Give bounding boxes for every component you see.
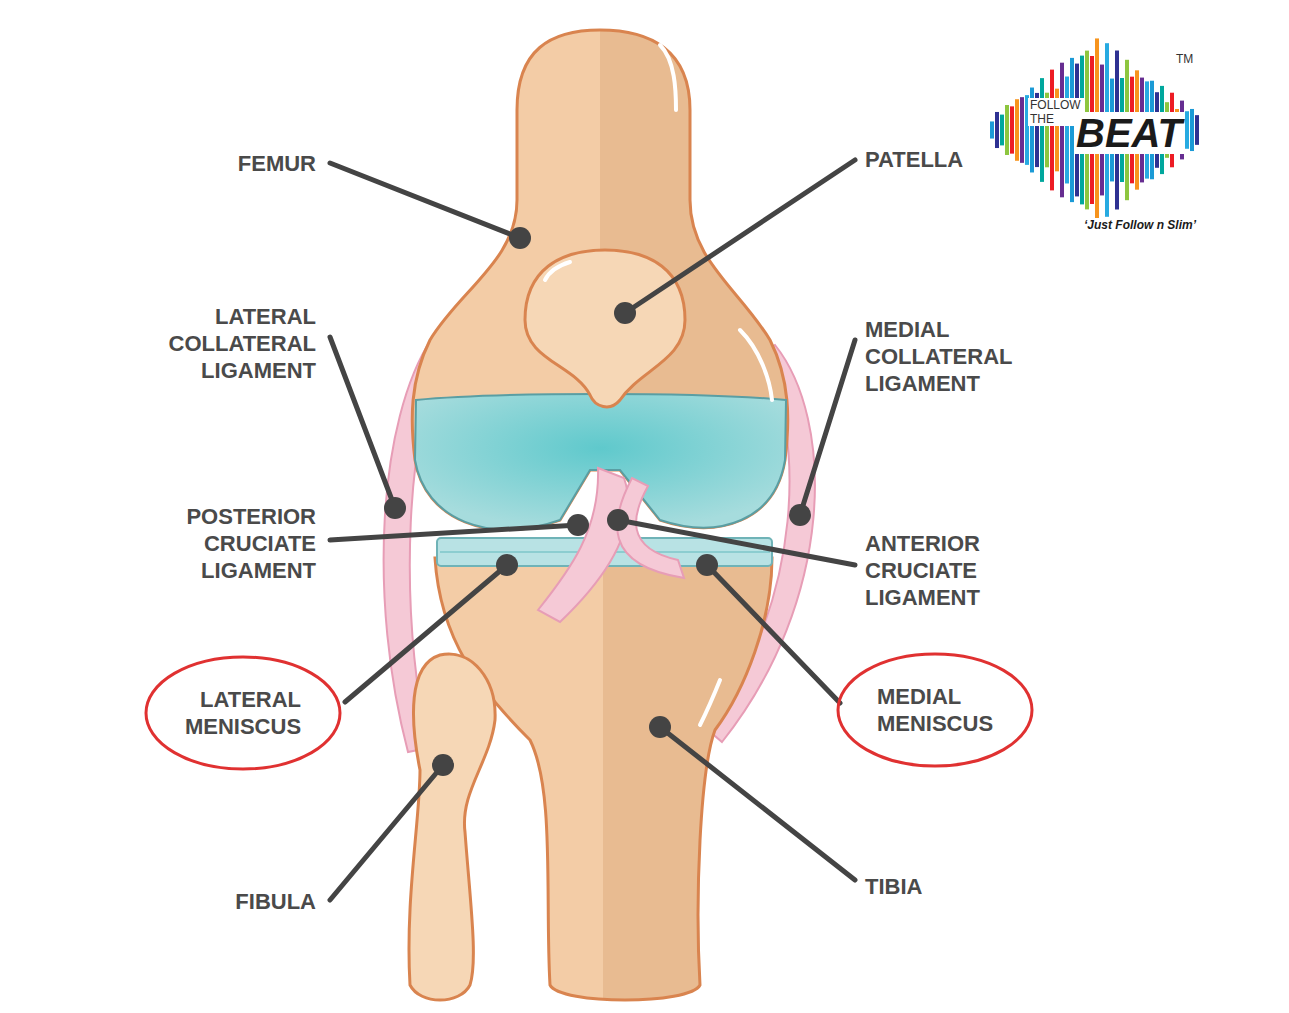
illustration-part [330,765,443,900]
illustration-part [1060,63,1064,198]
illustration-part [1190,109,1194,151]
logo-text: ‘Just Follow n Slim’ [1082,218,1198,232]
illustration-part [330,163,520,238]
part-label: POSTERIOR CRUCIATE LIGAMENT [156,503,316,584]
illustration-part [412,30,788,530]
illustration-part [538,468,628,622]
illustration-part [1005,105,1009,155]
illustration-part [614,302,636,324]
part-label: FIBULA [235,888,316,915]
illustration-part [496,554,518,576]
illustration-part [1010,106,1014,153]
illustration-part [625,160,855,313]
part-label: PATELLA [865,146,963,173]
illustration-part [1040,78,1044,182]
illustration-part [607,509,629,531]
illustration-part [509,227,531,249]
illustration-part [707,565,840,703]
illustration-part [696,554,718,576]
highlight-ellipse: MEDIAL MENISCUS [835,651,1035,769]
illustration-part [618,520,855,565]
illustration-part [1015,99,1019,161]
part-label: MEDIAL MENISCUS [877,683,993,737]
illustration-part [789,504,811,526]
illustration-part [330,160,855,900]
illustration-part [345,565,507,702]
illustration-part [649,716,671,738]
illustration-part [1185,111,1189,149]
illustration-part [146,657,340,769]
illustration-part [1050,70,1054,191]
illustration-part [384,497,406,519]
logo-text: BEAT [1074,112,1184,154]
illustration-part [660,727,855,880]
part-label: ANTERIOR CRUCIATE LIGAMENT [865,530,1030,611]
illustration-part [545,262,570,280]
part-label: LATERAL COLLATERAL LIGAMENT [156,303,316,384]
ellipse-outline [835,651,1035,769]
illustration-part [330,337,395,508]
highlight-ellipse: LATERAL MENISCUS [143,654,343,772]
part-label: LATERAL MENISCUS [185,686,301,740]
illustration-part [330,525,578,540]
logo-text: TM [1176,46,1193,73]
illustration-part [1195,115,1199,145]
illustration-part [384,227,811,776]
illustration-part [838,654,1032,766]
illustration-part [567,514,589,536]
part-label: TIBIA [865,873,922,900]
illustration-part [435,558,772,1000]
ellipse-outline [143,654,343,772]
illustration-part [409,654,495,1000]
illustration-part [432,754,454,776]
illustration-part [1065,77,1069,184]
illustration-part [800,340,855,515]
illustration-part [1000,115,1004,146]
part-label: FEMUR [238,150,316,177]
illustration-part [525,250,685,407]
illustration-part [700,680,720,725]
illustration-part [990,121,994,138]
illustration-part [995,112,999,148]
illustration-part [740,330,772,400]
illustration-part [992,38,1197,221]
part-label: MEDIAL COLLATERAL LIGAMENT [865,316,1030,397]
illustration-part [1020,97,1024,163]
illustration-part [660,45,676,110]
